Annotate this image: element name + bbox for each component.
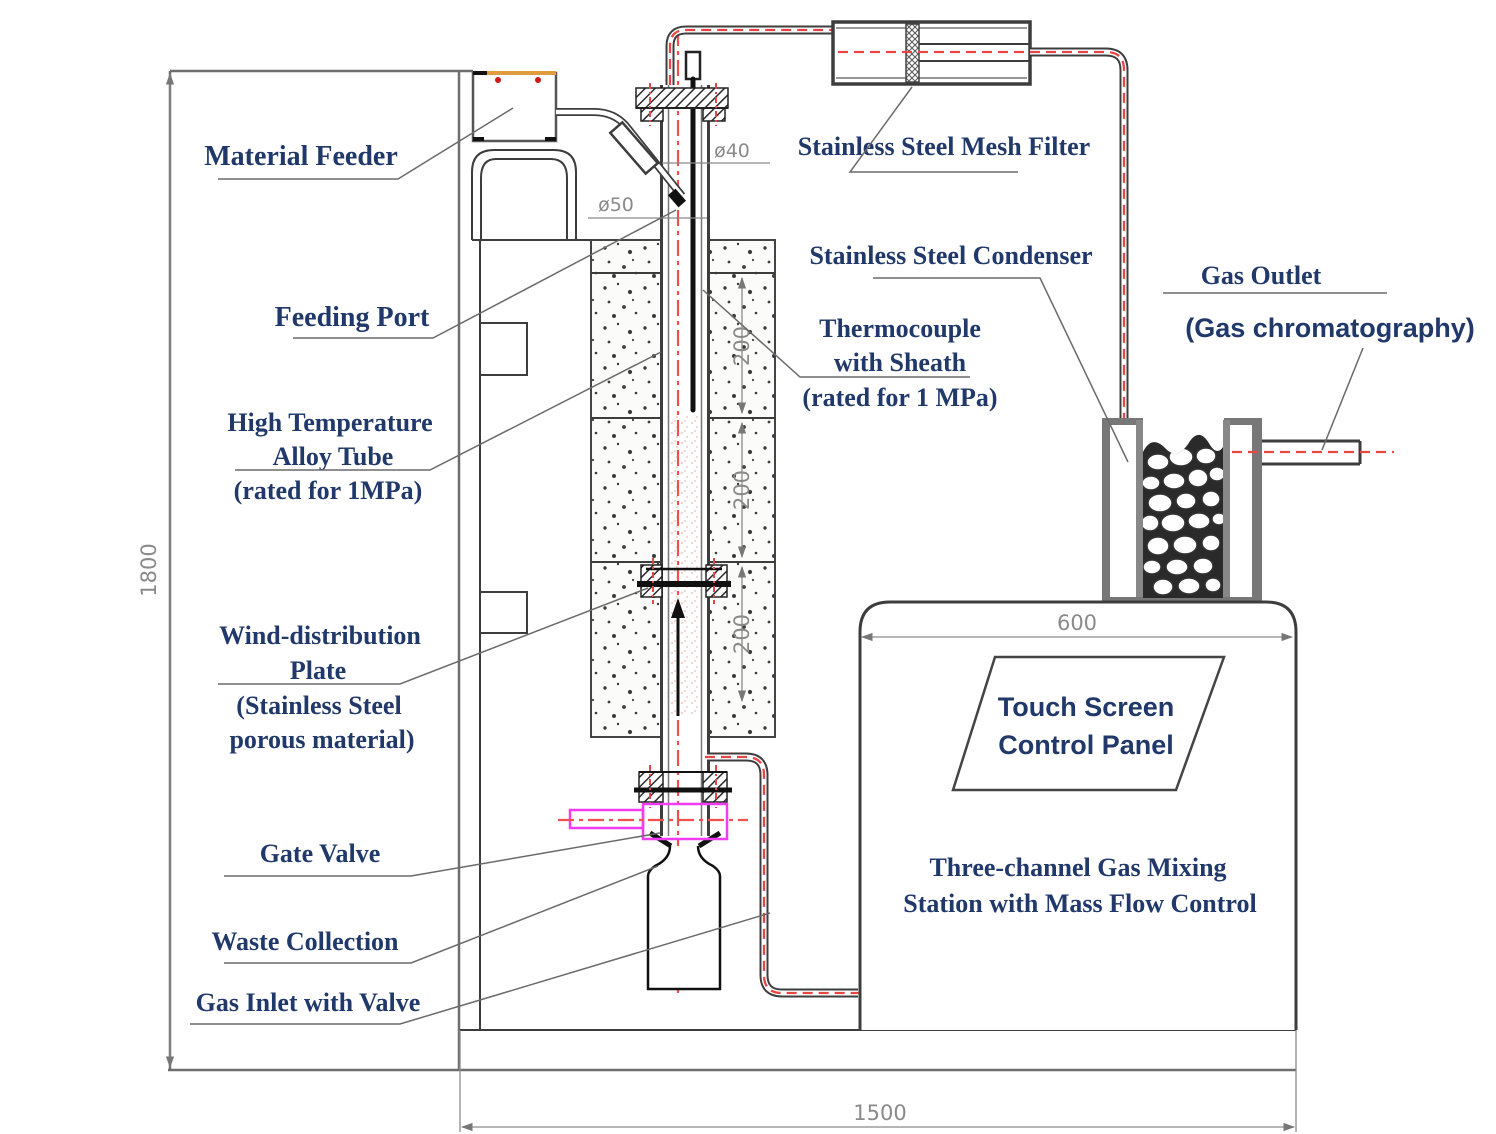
label-condenser: Stainless Steel Condenser <box>809 241 1092 270</box>
thermocouple-head <box>684 50 702 81</box>
label-waste-collection: Waste Collection <box>211 927 399 956</box>
heater-section-dimensions: 200 200 200 <box>730 276 754 703</box>
feed-pipe <box>556 108 687 208</box>
gas-outlet-pipe <box>1232 439 1394 466</box>
label-gate-valve: Gate Valve <box>260 839 381 868</box>
flow-arrow <box>671 598 685 716</box>
label-alloy-tube-3: (rated for 1MPa) <box>234 476 423 505</box>
dimension-200-middle: 200 <box>730 470 754 510</box>
waste-bottle <box>646 845 722 991</box>
callout-gate-valve: Gate Valve <box>224 832 661 877</box>
label-mesh-filter: Stainless Steel Mesh Filter <box>798 132 1090 161</box>
label-wind-plate-3: (Stainless Steel <box>236 691 401 720</box>
callout-mesh-filter: Stainless Steel Mesh Filter <box>798 86 1090 173</box>
touch-screen-label-2: Control Panel <box>998 730 1174 760</box>
callout-waste-collection: Waste Collection <box>211 865 659 964</box>
gas-inlet-pipe <box>705 752 860 998</box>
material-feeder <box>471 71 558 143</box>
wind-distribution-plate-flange <box>637 558 731 604</box>
mixing-station-label-1: Three-channel Gas Mixing <box>929 853 1226 882</box>
callout-condenser: Stainless Steel Condenser <box>809 241 1129 463</box>
dimension-1800: 1800 <box>137 543 161 596</box>
dimension-dia40: ø40 <box>714 140 750 162</box>
label-wind-plate-4: porous material) <box>229 725 414 754</box>
dimension-dia50: ø50 <box>598 194 634 216</box>
condenser <box>1102 418 1262 604</box>
label-gas-outlet: Gas Outlet <box>1201 261 1322 290</box>
bottom-flange <box>634 765 732 849</box>
dimension-1500: 1500 <box>853 1101 906 1125</box>
callout-wind-plate: Wind-distribution Plate (Stainless Steel… <box>218 587 649 754</box>
feed-valve <box>608 120 660 176</box>
label-wind-plate-2: Plate <box>290 656 346 685</box>
label-gas-outlet-sub: (Gas chromatography) <box>1185 313 1475 343</box>
callout-gas-outlet: Gas Outlet (Gas chromatography) <box>1163 261 1475 451</box>
feeding-port-connection <box>667 188 687 208</box>
label-thermocouple-1: Thermocouple <box>819 314 981 343</box>
top-flange <box>635 83 729 126</box>
label-feeding-port: Feeding Port <box>275 302 430 333</box>
label-material-feeder: Material Feeder <box>204 141 398 172</box>
bed-material <box>669 415 701 715</box>
label-wind-plate-1: Wind-distribution <box>219 621 421 650</box>
gas-mixing-station: 600 Touch Screen Control Panel Three-cha… <box>858 600 1298 1030</box>
condenser-packing <box>1143 434 1223 598</box>
heater-section-dividers <box>591 272 775 563</box>
overall-dimensions: 1800 1500 ø40 ø50 <box>137 72 1297 1132</box>
filter-condenser-pipe <box>1030 47 1129 468</box>
callout-alloy-tube: High Temperature Alloy Tube (rated for 1… <box>227 351 662 505</box>
mesh-filter <box>831 20 1032 86</box>
label-thermocouple-3: (rated for 1 MPa) <box>802 383 997 412</box>
top-outlet-pipe <box>665 25 833 85</box>
label-alloy-tube-2: Alloy Tube <box>273 442 394 471</box>
dimension-200-bottom: 200 <box>730 614 754 654</box>
reactor-tube <box>660 30 710 993</box>
thermocouple <box>684 50 702 413</box>
touch-screen-panel[interactable] <box>951 655 1226 792</box>
heater-block: 200 200 200 <box>590 239 776 738</box>
touch-screen-label-1: Touch Screen <box>998 692 1175 722</box>
callout-thermocouple: Thermocouple with Sheath (rated for 1 MP… <box>702 289 998 412</box>
label-thermocouple-2: with Sheath <box>834 348 967 377</box>
mixing-station-label-2: Station with Mass Flow Control <box>903 889 1256 918</box>
callout-gas-inlet: Gas Inlet with Valve <box>190 912 771 1025</box>
callout-material-feeder: Material Feeder <box>204 107 514 180</box>
label-gas-inlet: Gas Inlet with Valve <box>196 988 421 1017</box>
gate-valve <box>558 802 748 841</box>
label-alloy-tube-1: High Temperature <box>227 408 432 437</box>
callout-feeding-port: Feeding Port <box>275 209 677 339</box>
dimension-600: 600 <box>1057 611 1097 635</box>
